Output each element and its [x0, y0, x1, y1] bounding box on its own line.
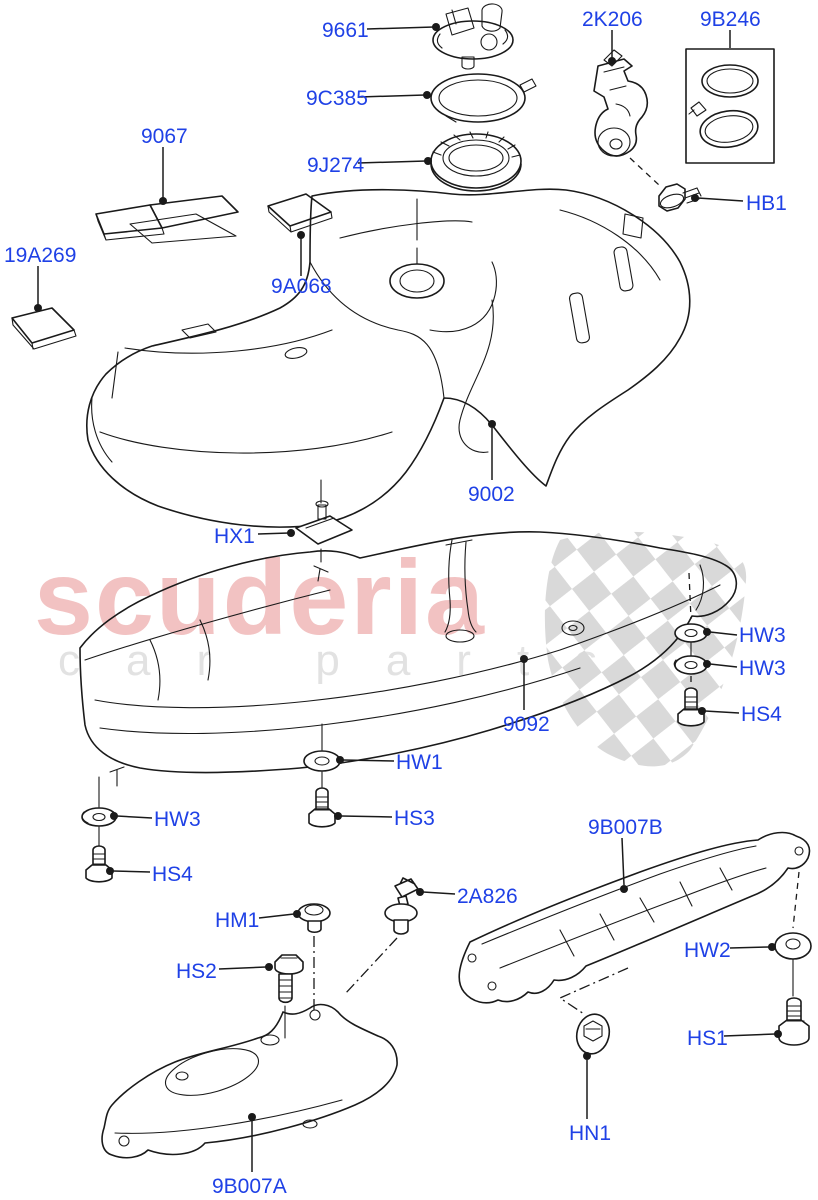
callout-9J274[interactable]: 9J274 [307, 154, 365, 177]
callout-2K206[interactable]: 2K206 [582, 8, 643, 31]
callout-9B007B[interactable]: 9B007B [588, 816, 663, 839]
tank-cradle-drawing [79, 531, 738, 774]
bolt-HS2-drawing [274, 954, 304, 1039]
callout-HS3[interactable]: HS3 [394, 807, 435, 830]
callout-9002[interactable]: 9002 [468, 483, 515, 506]
fuel-tank-drawing [86, 188, 691, 528]
washer-HW2-drawing [774, 932, 812, 997]
callout-2A826[interactable]: 2A826 [457, 885, 518, 908]
leader-lines [34, 23, 782, 1172]
callout-HW3-right-lower[interactable]: HW3 [739, 657, 786, 680]
checkered-flag-watermark [544, 531, 747, 767]
callout-HW2[interactable]: HW2 [684, 939, 731, 962]
watermark-tagline: car parts [58, 636, 644, 685]
callout-HS4-left[interactable]: HS4 [152, 863, 193, 886]
pad-9067-drawing [95, 195, 239, 244]
bolt-HB1-drawing [629, 157, 702, 212]
callout-HM1[interactable]: HM1 [215, 909, 260, 932]
watermark-brand: scuderia [34, 539, 487, 657]
callout-HN1[interactable]: HN1 [569, 1122, 612, 1145]
screw-HS3-drawing [308, 771, 336, 828]
callout-9661[interactable]: 9661 [322, 19, 369, 42]
bracket-2K206-drawing [593, 49, 649, 157]
callout-9B246[interactable]: 9B246 [700, 8, 761, 31]
washer-HW1-drawing [303, 723, 341, 772]
pad-19A269-drawing [11, 307, 77, 350]
heat-shield-9B007B-drawing [458, 831, 811, 1015]
callout-9A068[interactable]: 9A068 [271, 275, 332, 298]
callout-9C385[interactable]: 9C385 [306, 87, 368, 110]
callout-9067[interactable]: 9067 [141, 125, 188, 148]
callout-HW3-left[interactable]: HW3 [154, 808, 201, 831]
washer-HW3-right-upper-drawing [674, 572, 708, 643]
callout-9B007A[interactable]: 9B007A [212, 1175, 287, 1198]
clip-HX1-drawing [295, 479, 353, 582]
callout-HW3-right-upper[interactable]: HW3 [739, 624, 786, 647]
callout-HX1[interactable]: HX1 [214, 525, 255, 548]
callout-19A269[interactable]: 19A269 [4, 244, 77, 267]
callout-HS1[interactable]: HS1 [687, 1027, 728, 1050]
callout-HS4-right[interactable]: HS4 [741, 703, 782, 726]
kit-box-9B246-drawing [685, 48, 775, 164]
callout-HW1[interactable]: HW1 [396, 751, 443, 774]
callout-9092[interactable]: 9092 [503, 713, 550, 736]
nut-HM1-drawing [297, 903, 331, 1010]
screw-HS4-right-drawing [677, 676, 705, 727]
heat-shield-9B007A-drawing [101, 1003, 398, 1159]
callout-HB1[interactable]: HB1 [746, 192, 787, 215]
lock-ring-drawing [430, 73, 537, 123]
fuel-pump-module-drawing [432, 3, 514, 70]
pad-9A068-drawing [267, 193, 333, 233]
bolt-HS1-drawing [778, 997, 810, 1046]
callout-HS2[interactable]: HS2 [176, 960, 217, 983]
screw-HS4-left-drawing [85, 826, 113, 883]
nut-HN1-drawing [575, 1013, 611, 1055]
valve-2A826-drawing [344, 877, 419, 995]
seal-ring-drawing [430, 131, 522, 192]
